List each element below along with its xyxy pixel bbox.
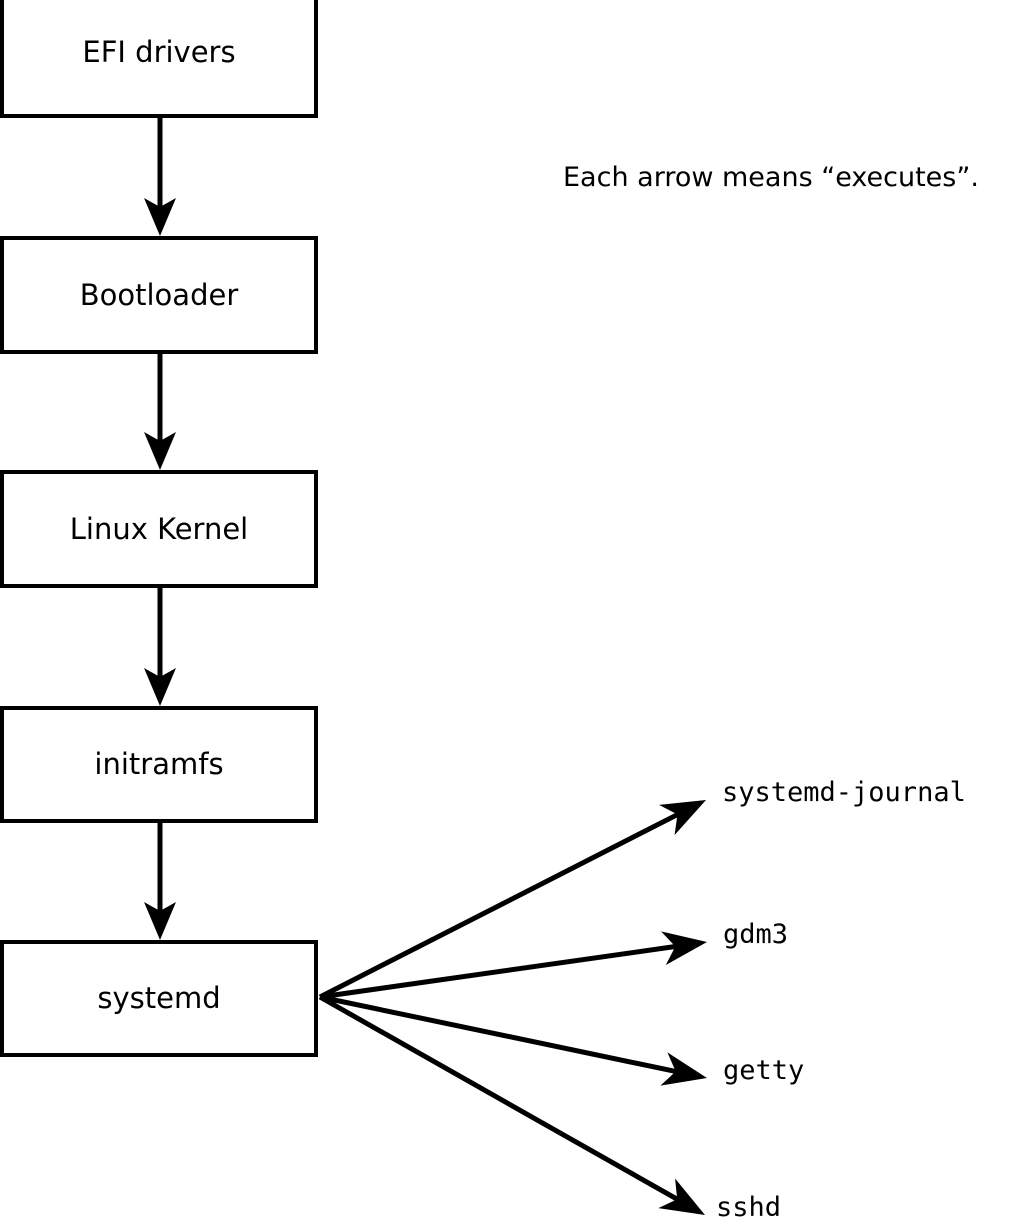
node-box-bootloader[interactable]: Bootloader bbox=[0, 236, 318, 354]
diagram-caption: Each arrow means “executes”. bbox=[563, 162, 979, 193]
node-box-efi-drivers[interactable]: EFI drivers bbox=[0, 0, 318, 118]
node-label-bootloader: Bootloader bbox=[79, 277, 239, 312]
node-box-linux-kernel[interactable]: Linux Kernel bbox=[0, 470, 318, 588]
node-label-initramfs: initramfs bbox=[94, 747, 224, 781]
node-box-systemd[interactable]: systemd bbox=[0, 940, 318, 1057]
node-label-systemd: systemd bbox=[97, 981, 221, 1015]
node-label-efi-drivers: EFI drivers bbox=[82, 34, 236, 69]
vertical-chain-arrows bbox=[144, 118, 176, 940]
leaf-label-systemd-journal[interactable]: systemd-journal bbox=[722, 777, 966, 808]
leaf-label-gdm3[interactable]: gdm3 bbox=[723, 919, 789, 950]
node-box-initramfs[interactable]: initramfs bbox=[0, 706, 318, 823]
leaf-label-sshd[interactable]: sshd bbox=[716, 1192, 782, 1223]
systemd-fanout-arrows bbox=[318, 800, 707, 1215]
node-label-linux-kernel: Linux Kernel bbox=[69, 511, 249, 546]
leaf-label-getty[interactable]: getty bbox=[723, 1055, 805, 1086]
